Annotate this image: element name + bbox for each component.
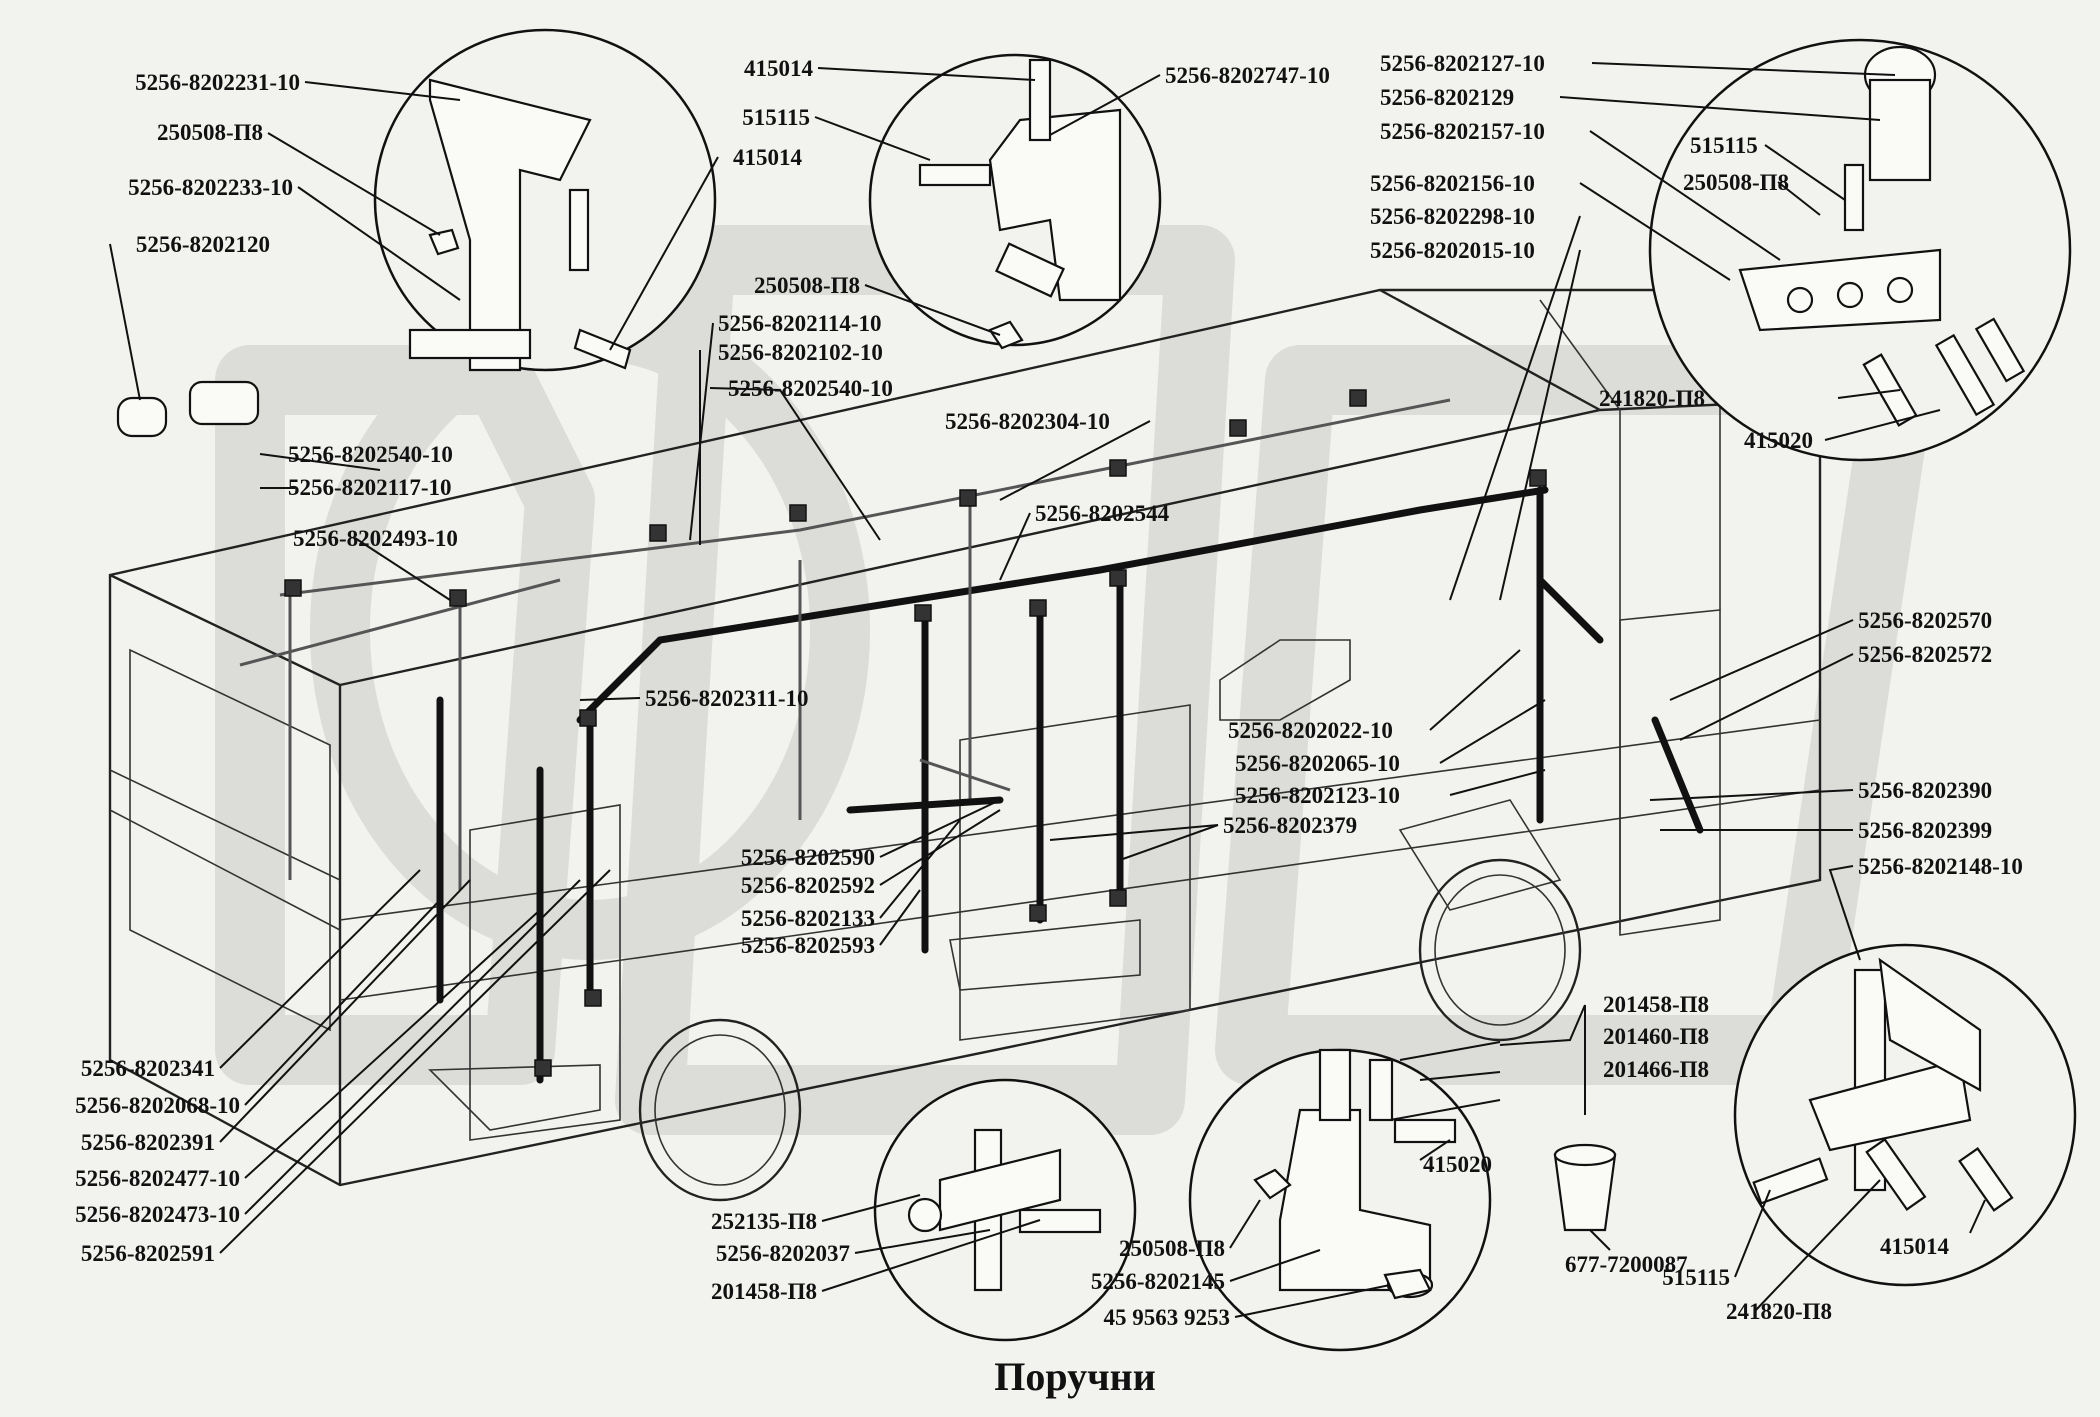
callout-250508-p8: 250508-П8 — [157, 120, 263, 145]
callout-5256-8202572: 5256-8202572 — [1858, 642, 1992, 667]
detail-top-right — [1648, 38, 2072, 462]
callout-5256-8202304-10: 5256-8202304-10 — [945, 409, 1110, 434]
callout-515115: 515115 — [1690, 133, 1758, 158]
callout-5256-8202129: 5256-8202129 — [1380, 85, 1514, 110]
callout-5256-8202493-10: 5256-8202493-10 — [293, 526, 458, 551]
callout-515115: 515115 — [742, 105, 810, 130]
callout-5256-8202540-10: 5256-8202540-10 — [288, 442, 453, 467]
callout-5256-8202015-10: 5256-8202015-10 — [1370, 238, 1535, 263]
callout-5256-8202399: 5256-8202399 — [1858, 818, 1992, 843]
callout-5256-8202477-10: 5256-8202477-10 — [75, 1166, 240, 1191]
callout-241820-p8: 241820-П8 — [1726, 1299, 1832, 1324]
callout-5256-8202747-10: 5256-8202747-10 — [1165, 63, 1330, 88]
callout-415014: 415014 — [1880, 1234, 1950, 1259]
callout-201458-p8: 201458-П8 — [711, 1279, 817, 1304]
callout-201460-p8: 201460-П8 — [1603, 1024, 1709, 1049]
leader-lines — [109, 62, 1986, 1318]
callout-5256-8202540-10: 5256-8202540-10 — [728, 376, 893, 401]
callout-250508-p8: 250508-П8 — [1683, 170, 1789, 195]
callout-241820-p8: 241820-П8 — [1599, 386, 1705, 411]
callout-5256-8202592: 5256-8202592 — [741, 873, 875, 898]
callout-5256-8202341: 5256-8202341 — [81, 1056, 215, 1081]
detail-top-left — [373, 28, 717, 372]
callout-5256-8202591: 5256-8202591 — [81, 1241, 215, 1266]
callout-201466-p8: 201466-П8 — [1603, 1057, 1709, 1082]
callout-5256-8202233-10: 5256-8202233-10 — [128, 175, 293, 200]
detail-bottom-right — [1733, 943, 2077, 1287]
callout-5256-8202391: 5256-8202391 — [81, 1130, 215, 1155]
callout-5256-8202593: 5256-8202593 — [741, 933, 875, 958]
callout-515115: 515115 — [1662, 1265, 1730, 1290]
callout-5256-8202123-10: 5256-8202123-10 — [1235, 783, 1400, 808]
callout-5256-8202473-10: 5256-8202473-10 — [75, 1202, 240, 1227]
callout-415020: 415020 — [1744, 428, 1813, 453]
callout-labels: 5256-8202231-10 250508-П8 5256-8202233-1… — [75, 51, 2023, 1330]
callout-5256-8202037: 5256-8202037 — [716, 1241, 850, 1266]
callout-250508-p8: 250508-П8 — [1119, 1236, 1225, 1261]
callout-5256-8202156-10: 5256-8202156-10 — [1370, 171, 1535, 196]
callout-5256-8202120: 5256-8202120 — [136, 232, 270, 257]
callout-5256-8202311-10: 5256-8202311-10 — [645, 686, 809, 711]
detail-bottom-left — [873, 1078, 1137, 1342]
callout-5256-8202145: 5256-8202145 — [1091, 1269, 1225, 1294]
callout-5256-8202127-10: 5256-8202127-10 — [1380, 51, 1545, 76]
loose-part-8202120 — [116, 380, 260, 438]
callout-5256-8202379: 5256-8202379 — [1223, 813, 1357, 838]
diagram-title: Поручни — [994, 1354, 1155, 1399]
callout-415014: 415014 — [744, 56, 814, 81]
callout-201458-p8: 201458-П8 — [1603, 992, 1709, 1017]
callout-5256-8202590: 5256-8202590 — [741, 845, 875, 870]
callout-5256-8202068-10: 5256-8202068-10 — [75, 1093, 240, 1118]
callout-415020: 415020 — [1423, 1152, 1492, 1177]
callout-5256-8202148-10: 5256-8202148-10 — [1858, 854, 2023, 879]
callout-5256-8202065-10: 5256-8202065-10 — [1235, 751, 1400, 776]
detail-bottom-center — [1188, 1048, 1492, 1352]
loose-part-nut — [1383, 1268, 1432, 1300]
callout-5256-8202231-10: 5256-8202231-10 — [135, 70, 300, 95]
callout-5256-8202570: 5256-8202570 — [1858, 608, 1992, 633]
callout-5256-8202390: 5256-8202390 — [1858, 778, 1992, 803]
callout-5256-8202298-10: 5256-8202298-10 — [1370, 204, 1535, 229]
callout-45-9563-9253: 45 9563 9253 — [1104, 1305, 1231, 1330]
callout-5256-8202102-10: 5256-8202102-10 — [718, 340, 883, 365]
callout-5256-8202544: 5256-8202544 — [1035, 501, 1170, 526]
callout-5256-8202114-10: 5256-8202114-10 — [718, 311, 882, 336]
callout-677-7200087: 677-7200087 — [1565, 1252, 1688, 1277]
loose-part-7200087 — [1553, 1143, 1617, 1232]
callout-250508-p8: 250508-П8 — [754, 273, 860, 298]
handrail-system — [239, 389, 1704, 1084]
callout-252135-p8: 252135-П8 — [711, 1209, 817, 1234]
callout-415014: 415014 — [733, 145, 803, 170]
detail-top-center — [868, 53, 1162, 350]
callout-5256-8202157-10: 5256-8202157-10 — [1380, 119, 1545, 144]
callout-5256-8202022-10: 5256-8202022-10 — [1228, 718, 1393, 743]
callout-5256-8202133: 5256-8202133 — [741, 906, 875, 931]
callout-5256-8202117-10: 5256-8202117-10 — [288, 475, 452, 500]
